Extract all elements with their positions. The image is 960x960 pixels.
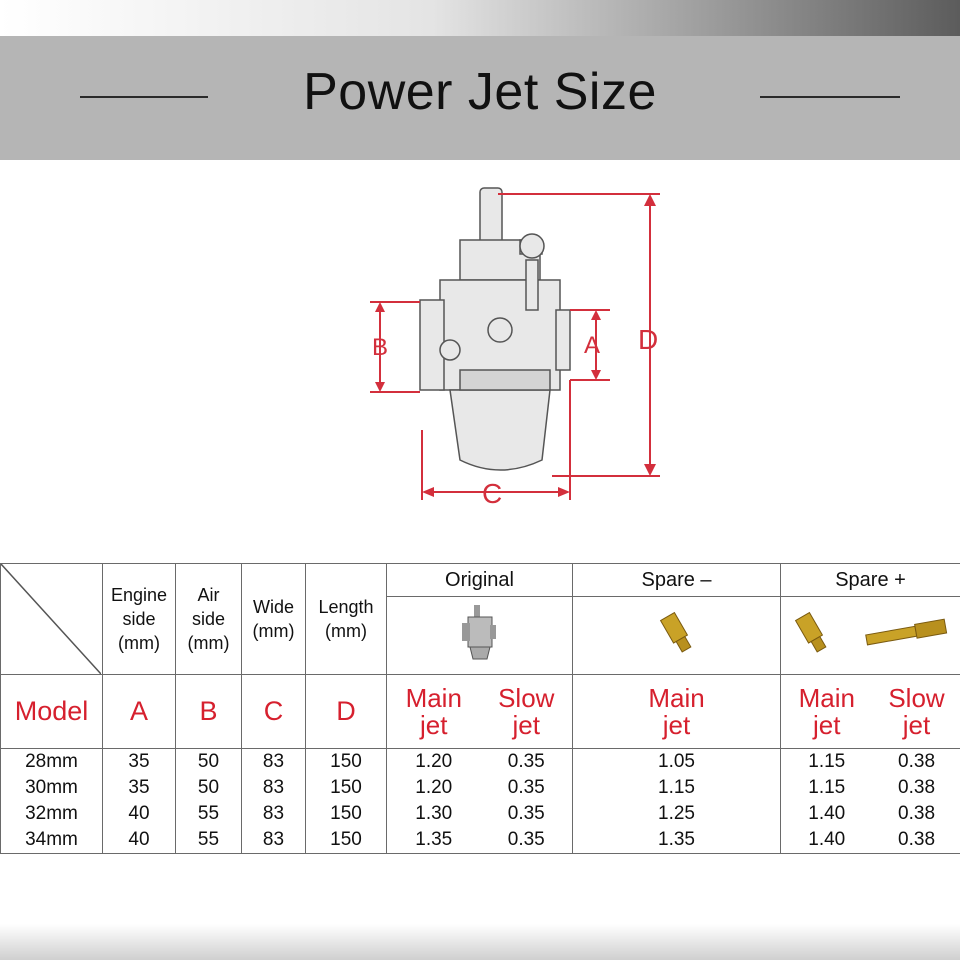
carburetor-diagram: D A B C — [360, 180, 680, 520]
diagonal-corner-cell — [0, 563, 103, 675]
title-rule-right — [760, 96, 900, 98]
dimension-b-label: B — [372, 334, 389, 361]
title-band — [0, 36, 960, 160]
spare-minus-jet-cell — [572, 596, 782, 675]
dimension-a-label: A — [584, 332, 601, 359]
brass-jet-icon — [659, 611, 692, 653]
table-row: 34mm 40 55 83 150 1.35 0.35 1.35 1.40 0.… — [0, 827, 960, 854]
letter-a: A — [102, 674, 176, 749]
col-length: Length(mm) — [305, 563, 387, 675]
dimension-d-label: D — [638, 324, 659, 355]
group-original: Original — [385, 562, 574, 598]
brass-jets-icon — [794, 611, 947, 653]
top-gradient-bar — [0, 0, 960, 36]
dimension-c-label: C — [482, 478, 503, 509]
bottom-gradient-bar — [0, 924, 960, 960]
table-row: 28mm 35 50 83 150 1.20 0.35 1.05 1.15 0.… — [0, 748, 960, 775]
group-spare-minus: Spare – — [572, 562, 782, 598]
title-rule-left — [80, 96, 208, 98]
carburetor-illustration — [370, 187, 660, 500]
spare-plus-jets-cell — [780, 596, 960, 675]
diagonal-line — [1, 564, 101, 674]
carburetor-thumb-icon — [461, 604, 496, 660]
group-spare-plus: Spare + — [780, 562, 960, 598]
letter-d: D — [305, 674, 387, 749]
model-header: Model — [0, 674, 103, 749]
table-row: 30mm 35 50 83 150 1.20 0.35 1.15 1.15 0.… — [0, 775, 960, 801]
letter-c: C — [241, 674, 306, 749]
original-carburetor-cell — [385, 596, 574, 675]
col-wide: Wide(mm) — [241, 563, 306, 675]
letter-b: B — [175, 674, 242, 749]
page-title: Power Jet Size — [303, 63, 657, 121]
table-row: 32mm 40 55 83 150 1.30 0.35 1.25 1.40 0.… — [0, 801, 960, 827]
